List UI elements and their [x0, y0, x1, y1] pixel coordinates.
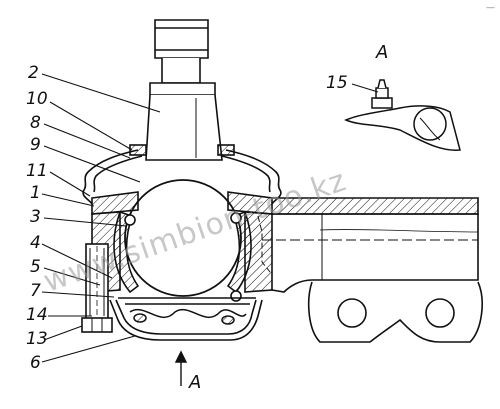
- callout-10: 10: [26, 89, 48, 109]
- callout-9: 9: [30, 135, 41, 155]
- callout-5: 5: [30, 257, 41, 277]
- callout-7: 7: [30, 281, 41, 301]
- callout-14: 14: [26, 305, 48, 325]
- view-a-arrow: [174, 350, 188, 386]
- lever-arm: [257, 197, 483, 343]
- callout-11: 11: [26, 161, 48, 181]
- callout-13: 13: [26, 329, 48, 349]
- callout-8: 8: [30, 113, 41, 133]
- view-a-inset: [344, 79, 461, 151]
- lower-cup: [109, 297, 263, 341]
- callout-3: 3: [30, 207, 41, 227]
- housing: [85, 191, 273, 321]
- callout-1: 1: [30, 183, 41, 203]
- bolt-head: [81, 317, 113, 333]
- callout-4: 4: [30, 233, 41, 253]
- view-a-direction-label: A: [188, 372, 201, 393]
- ball-stud: [145, 19, 223, 161]
- leader-lines: [41, 73, 379, 363]
- callout-15: 15: [326, 73, 348, 93]
- spring: [129, 309, 247, 325]
- callout-2: 2: [28, 63, 39, 83]
- view-a-title: A: [375, 42, 388, 63]
- corner-mark: —: [486, 3, 495, 13]
- callout-6: 6: [30, 353, 41, 373]
